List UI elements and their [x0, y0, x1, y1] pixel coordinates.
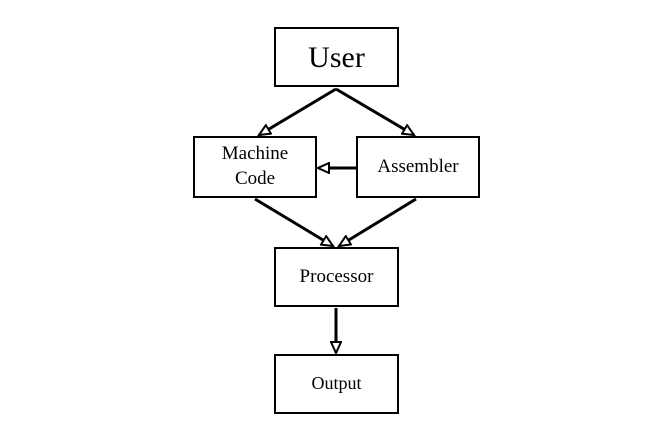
assembler-node: Assembler — [356, 136, 480, 198]
output-node: Output — [274, 354, 399, 414]
user-node: User — [274, 27, 399, 87]
arrow-user-to-assembler — [335, 87, 414, 137]
machine-code-label: Machine Code — [221, 143, 289, 189]
output-label: Output — [311, 373, 362, 394]
user-label: User — [308, 40, 365, 74]
arrow-assembler-to-processor — [339, 197, 417, 248]
processor-label: Processor — [299, 265, 374, 287]
machine-code-node: Machine Code — [193, 136, 317, 198]
arrow-user-to-machine-code — [259, 87, 337, 137]
assembler-label: Assembler — [377, 155, 459, 177]
processor-node: Processor — [274, 247, 399, 307]
arrow-machine-code-to-processor — [254, 197, 333, 248]
